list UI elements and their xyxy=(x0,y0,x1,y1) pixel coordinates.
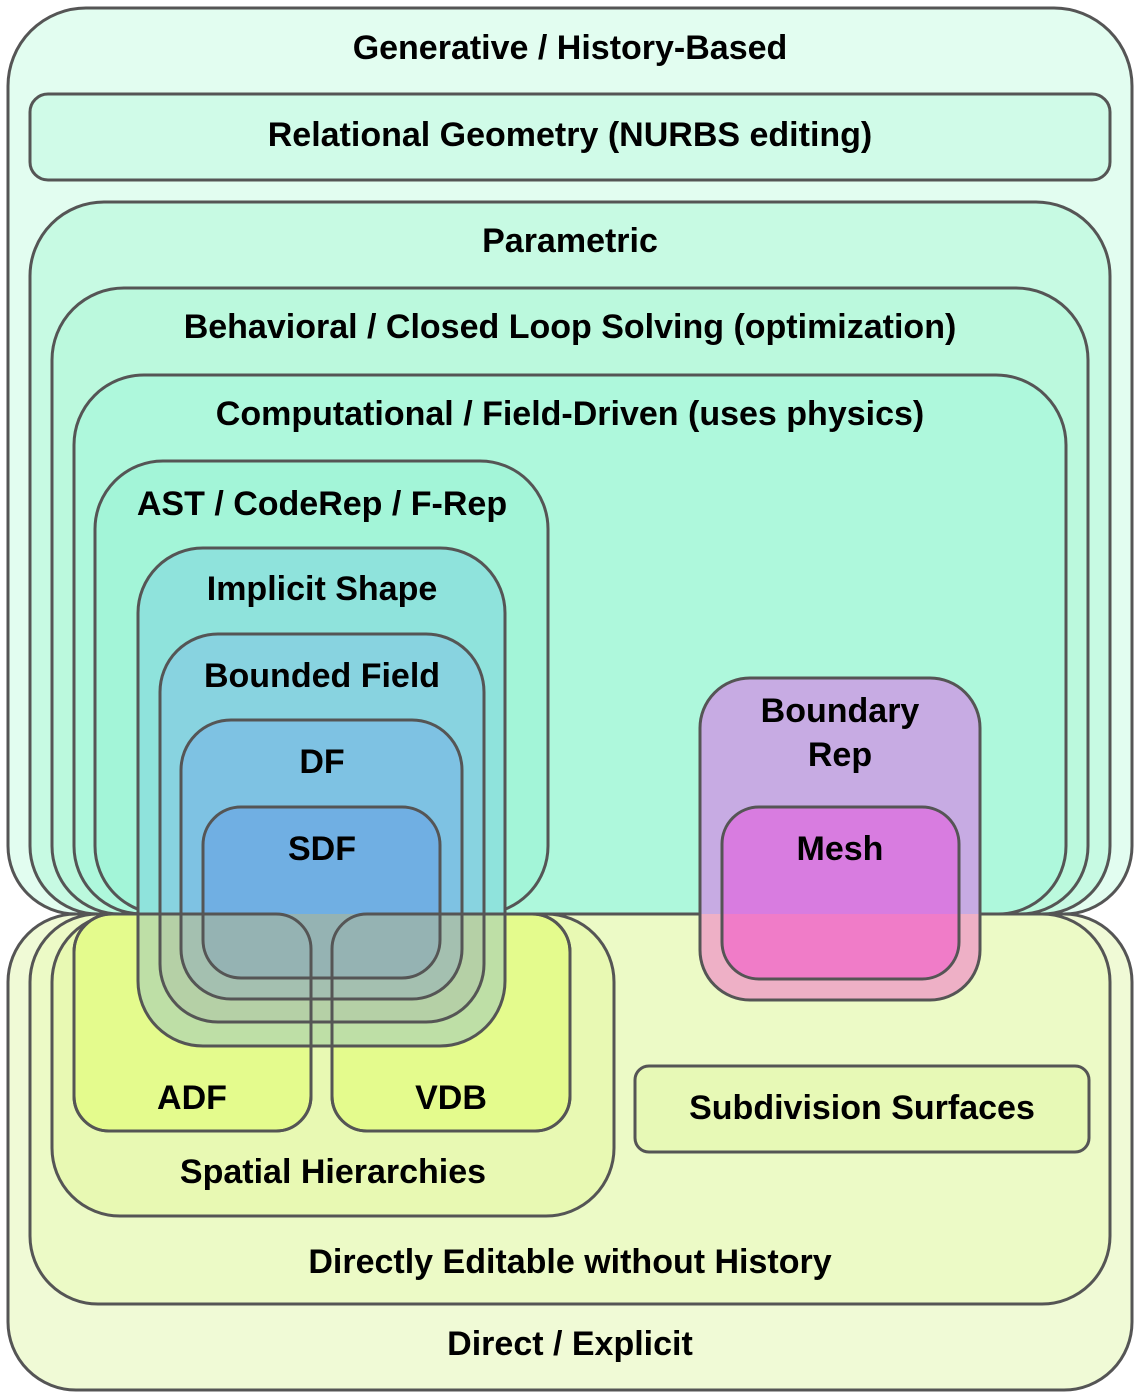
direct-explicit-label: Direct / Explicit xyxy=(447,1325,693,1363)
sdf-region xyxy=(201,805,442,980)
adf-label: ADF xyxy=(157,1079,227,1117)
boundary-rep-region xyxy=(698,676,982,1002)
relational-geometry-label: Relational Geometry (NURBS editing) xyxy=(268,116,873,154)
mesh-region xyxy=(720,805,961,981)
mesh-lower xyxy=(722,914,959,979)
adf-outline xyxy=(72,912,313,1133)
mesh-upper xyxy=(722,807,959,914)
computational-label: Computational / Field-Driven (uses physi… xyxy=(216,395,924,433)
implicit-shape-label: Implicit Shape xyxy=(207,570,438,608)
sdf-upper xyxy=(203,807,440,914)
subdivision-surfaces-region xyxy=(633,1064,1091,1154)
vdb-label: VDB xyxy=(415,1079,487,1117)
relational-geometry-region xyxy=(28,92,1112,182)
bounded-field-label: Bounded Field xyxy=(204,657,440,695)
generative-label: Generative / History-Based xyxy=(353,29,788,67)
sdf-label: SDF xyxy=(288,830,356,868)
vdb-outline xyxy=(330,912,572,1133)
ast-coderep-frep-label: AST / CodeRep / F-Rep xyxy=(137,485,507,523)
boundary-rep-label-line2: Rep xyxy=(808,736,872,774)
directly-editable-label: Directly Editable without History xyxy=(308,1243,831,1281)
bounded-field-region xyxy=(158,632,486,1024)
implicit-shape-region xyxy=(136,546,507,1048)
df-region xyxy=(179,718,464,1001)
behavioral-label: Behavioral / Closed Loop Solving (optimi… xyxy=(184,308,957,346)
boundary-rep-label-line1: Boundary xyxy=(761,692,920,730)
df-label: DF xyxy=(299,743,344,781)
mesh-label: Mesh xyxy=(797,830,884,868)
subdivision-surfaces-label: Subdivision Surfaces xyxy=(689,1089,1035,1127)
spatial-hierarchies-label: Spatial Hierarchies xyxy=(180,1153,486,1191)
parametric-label: Parametric xyxy=(482,222,658,260)
sdf-lower xyxy=(203,914,440,978)
